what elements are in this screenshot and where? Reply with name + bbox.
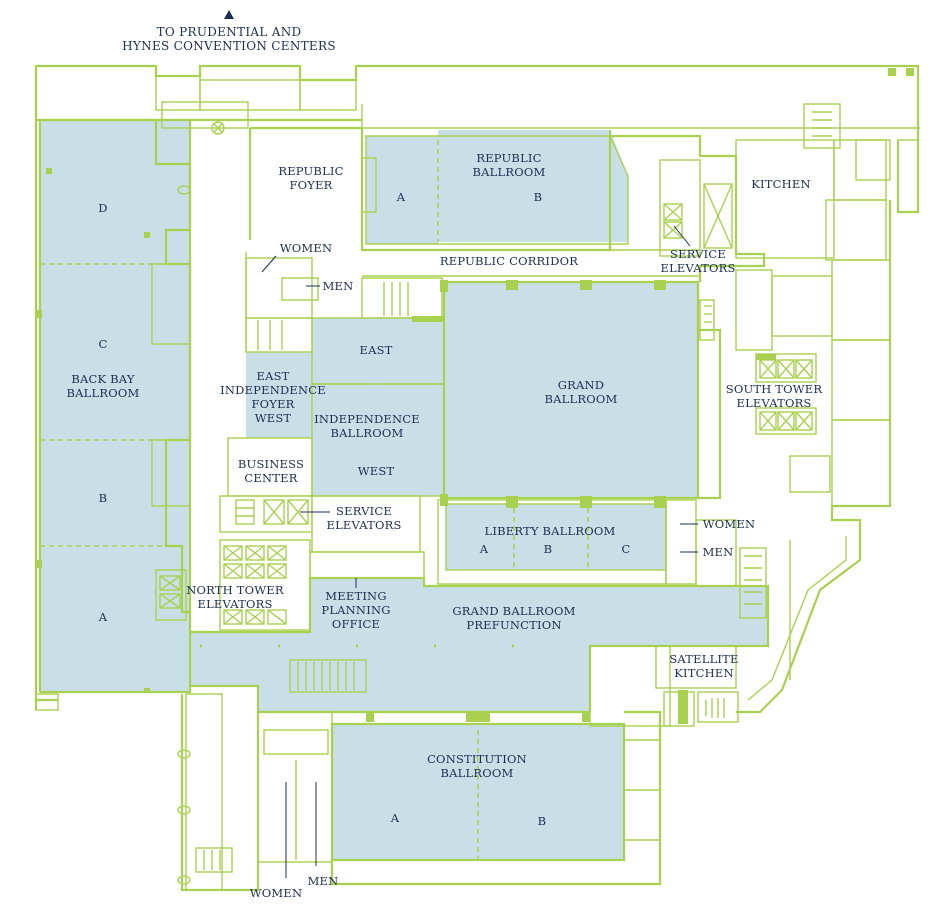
header-direction: TO PRUDENTIAL AND HYNES CONVENTION CENTE…	[122, 10, 336, 53]
kitchen: KITCHEN	[751, 177, 811, 191]
grand-ballroom-1: GRAND	[558, 378, 604, 392]
republic-ballroom-b-area[interactable]	[438, 130, 628, 242]
back-bay-name-1: BACK BAY	[71, 372, 134, 386]
walls	[34, 64, 920, 892]
liberty-ballroom-area[interactable]	[446, 504, 666, 570]
grand-ballroom-prefunction-area[interactable]	[190, 578, 768, 712]
east-foyer-4: WEST	[255, 411, 292, 425]
republic-ballroom-2: BALLROOM	[473, 165, 546, 179]
constitution-section-a: A	[390, 811, 400, 825]
back-bay-section-b: B	[99, 491, 108, 505]
meeting-planning-2: PLANNING	[321, 603, 390, 617]
republic-corridor: REPUBLIC CORRIDOR	[440, 254, 578, 268]
independence-ballroom-2: BALLROOM	[331, 426, 404, 440]
independence-ballroom-area[interactable]	[312, 384, 444, 496]
satellite-kitchen-2: KITCHEN	[674, 666, 734, 680]
liberty-section-b: B	[544, 542, 553, 556]
east-independence-foyer-area[interactable]	[246, 352, 312, 438]
north-tower-1: NORTH TOWER	[186, 583, 284, 597]
republic-foyer-2: FOYER	[289, 178, 332, 192]
independence-east: EAST	[359, 343, 392, 357]
constitution-ballroom-area[interactable]	[332, 724, 624, 860]
service-elevators-mid-1: SERVICE	[336, 504, 392, 518]
meeting-planning-3: OFFICE	[332, 617, 380, 631]
women-right: WOMEN	[703, 517, 755, 531]
republic-foyer-1: REPUBLIC	[278, 164, 343, 178]
liberty-section-a: A	[479, 542, 489, 556]
east-foyer-2: INDEPENDENCE	[220, 383, 326, 397]
back-bay-section-a: A	[98, 610, 108, 624]
prefunction-1: GRAND BALLROOM	[452, 604, 575, 618]
back-bay-section-c: C	[99, 337, 108, 351]
header-line-2: HYNES CONVENTION CENTERS	[122, 39, 336, 53]
women-upper: WOMEN	[280, 241, 332, 255]
up-triangle-icon	[224, 10, 234, 19]
men-bottom: MEN	[308, 874, 339, 888]
men-right: MEN	[703, 545, 734, 559]
business-center-1: BUSINESS	[238, 457, 304, 471]
room-labels: D C BACK BAY BALLROOM B A REPUBLIC FOYER…	[67, 151, 823, 900]
women-bottom: WOMEN	[250, 886, 302, 900]
independence-east-area[interactable]	[312, 318, 444, 384]
service-elevators-north-2: ELEVATORS	[660, 261, 735, 275]
back-bay-section-d: D	[98, 201, 107, 215]
east-foyer-1: EAST	[256, 369, 289, 383]
south-tower-1: SOUTH TOWER	[726, 382, 823, 396]
constitution-1: CONSTITUTION	[427, 752, 527, 766]
satellite-kitchen-1: SATELLITE	[669, 652, 738, 666]
men-upper: MEN	[323, 279, 354, 293]
republic-ballroom-1: REPUBLIC	[476, 151, 541, 165]
pillars	[37, 68, 914, 724]
north-tower-2: ELEVATORS	[197, 597, 272, 611]
independence-west: WEST	[358, 464, 395, 478]
liberty-ballroom: LIBERTY BALLROOM	[485, 524, 616, 538]
republic-section-a: A	[396, 190, 406, 204]
business-center-2: CENTER	[244, 471, 297, 485]
south-tower-2: ELEVATORS	[736, 396, 811, 410]
republic-ballroom-a-area[interactable]	[366, 136, 438, 244]
grand-ballroom-2: BALLROOM	[545, 392, 618, 406]
constitution-section-b: B	[538, 814, 547, 828]
back-bay-name-2: BALLROOM	[67, 386, 140, 400]
liberty-section-c: C	[622, 542, 631, 556]
prefunction-2: PREFUNCTION	[466, 618, 561, 632]
service-elevators-mid-2: ELEVATORS	[326, 518, 401, 532]
east-foyer-3: FOYER	[251, 397, 294, 411]
header-line-1: TO PRUDENTIAL AND	[157, 25, 302, 39]
back-bay-ballroom-area[interactable]	[40, 120, 190, 692]
room-fills	[40, 120, 768, 860]
meeting-planning-1: MEETING	[325, 589, 386, 603]
grand-ballroom-area[interactable]	[444, 282, 698, 498]
independence-ballroom-1: INDEPENDENCE	[314, 412, 420, 426]
republic-section-b: B	[534, 190, 543, 204]
constitution-2: BALLROOM	[441, 766, 514, 780]
service-elevators-north-1: SERVICE	[670, 247, 726, 261]
